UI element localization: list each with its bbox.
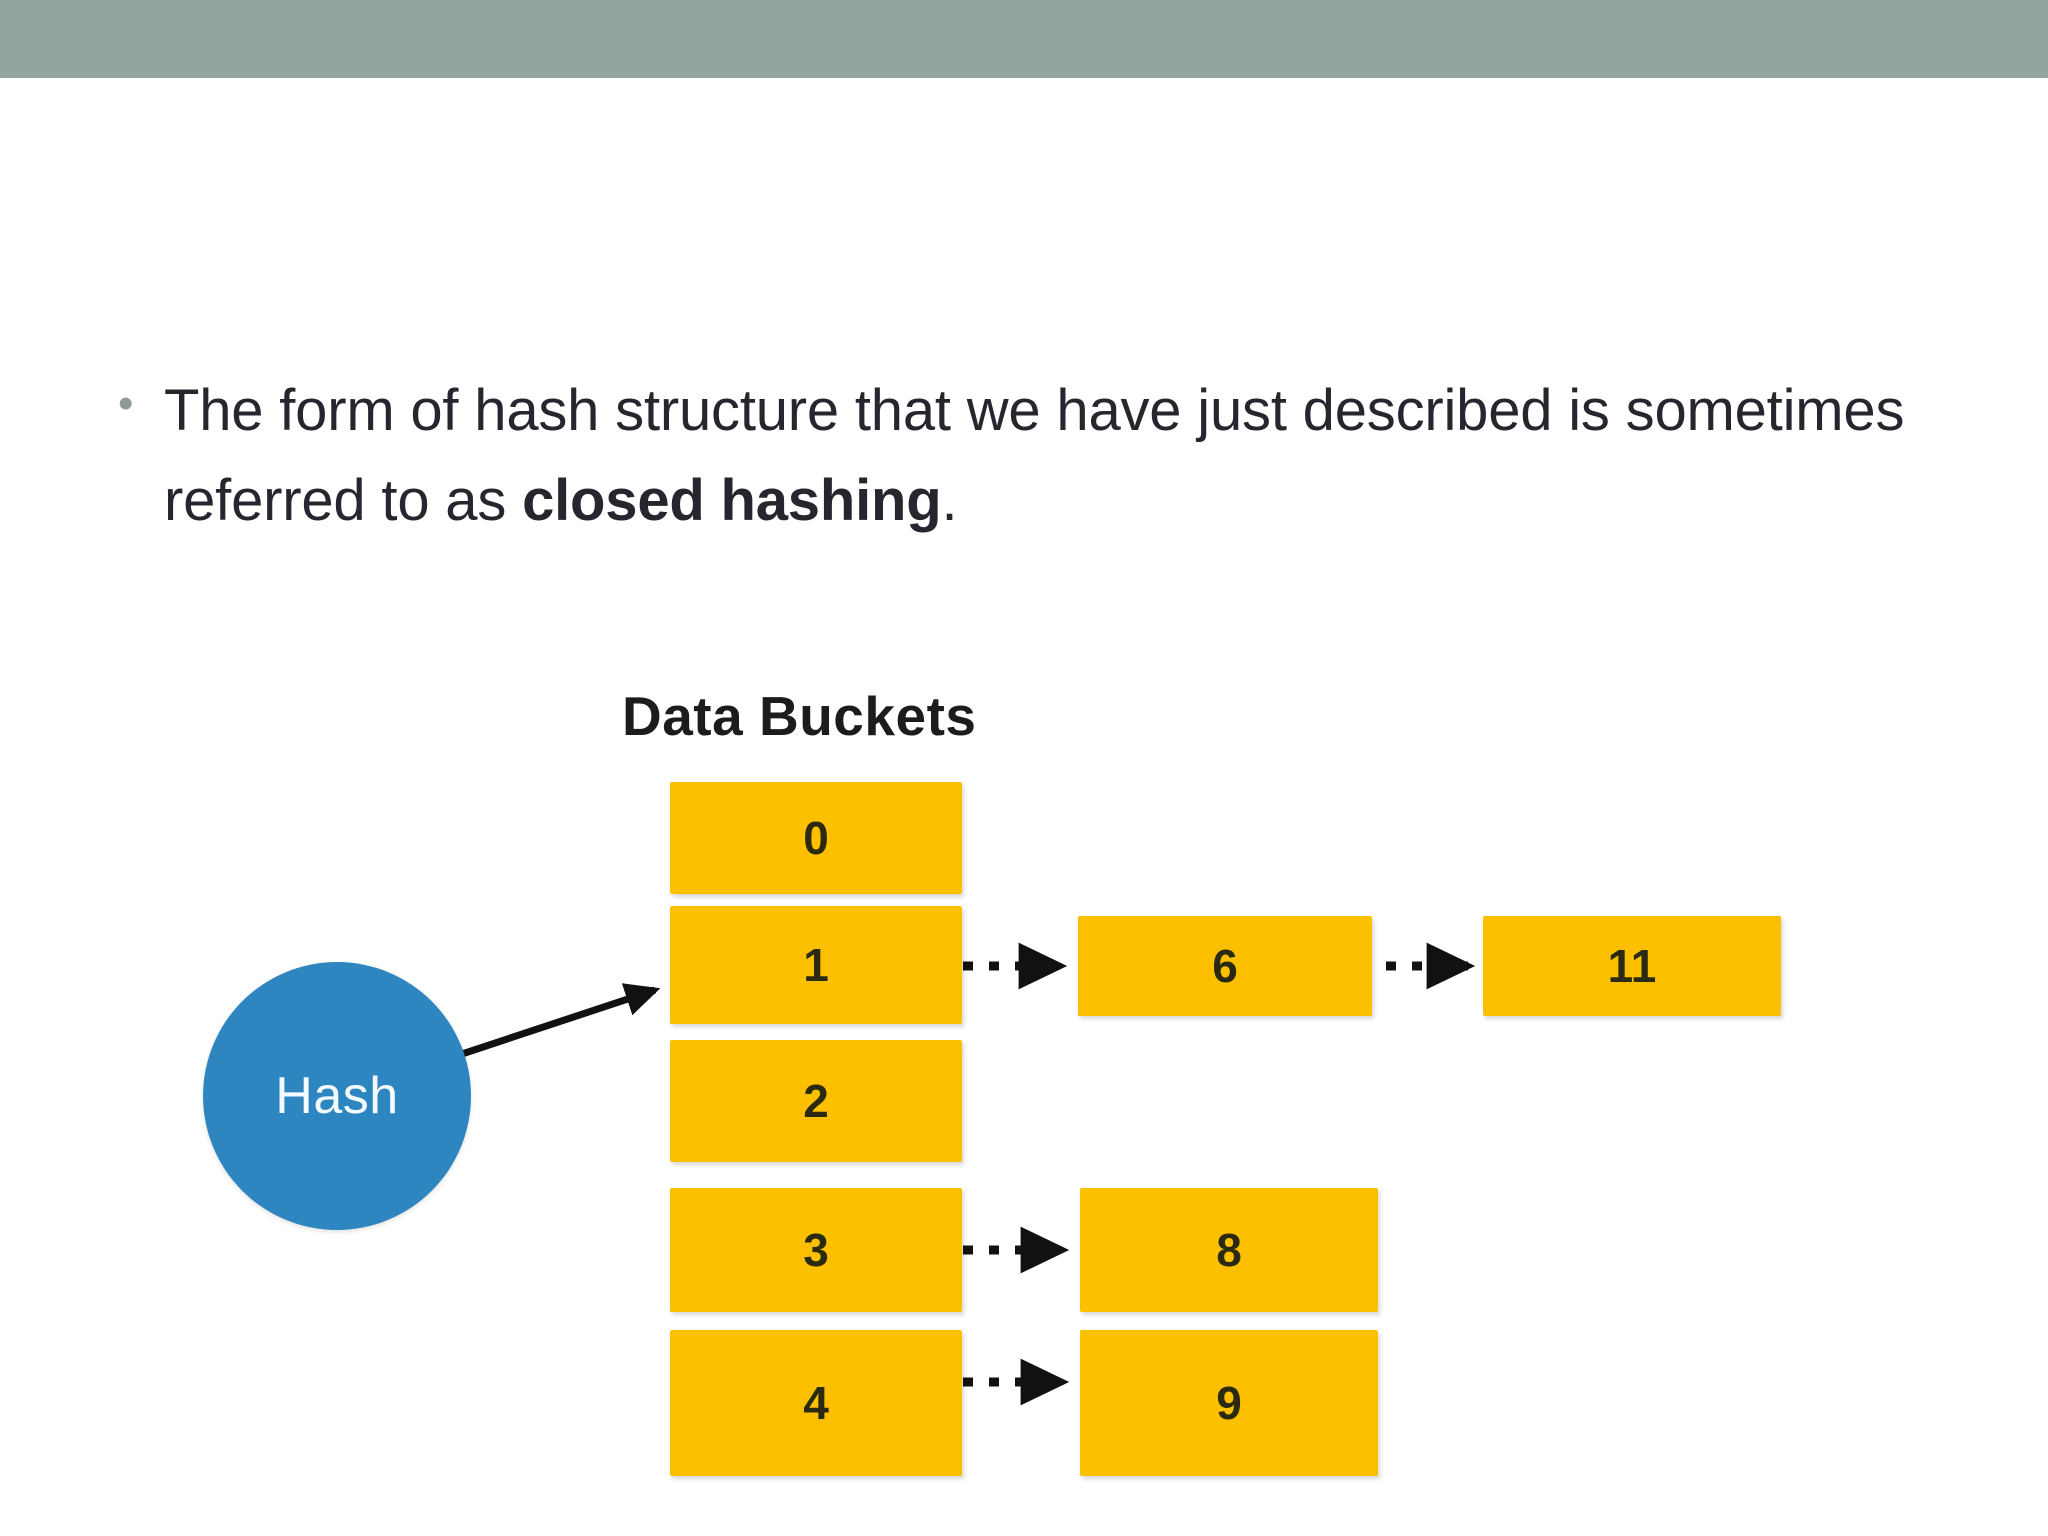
bullet-marker-icon: • [118,379,134,428]
bucket-0: 0 [670,782,962,894]
bucket-2: 2 [670,1040,962,1162]
bullet-list-item: • The form of hash structure that we hav… [118,366,1938,546]
diagram-title: Data Buckets [622,685,977,747]
slide-top-band [0,0,2048,78]
overflow-node-6: 6 [1078,916,1372,1016]
overflow-node-9: 9 [1080,1330,1378,1476]
bucket-3: 3 [670,1188,962,1312]
arrow-hash-to-bucket1 [460,983,661,1058]
slide-body: • The form of hash structure that we hav… [118,366,1938,546]
bucket-4: 4 [670,1330,962,1476]
bullet-text-tail: . [941,468,958,533]
overflow-node-8: 8 [1080,1188,1378,1312]
hash-node: Hash [203,962,471,1230]
bucket-1: 1 [670,906,962,1024]
overflow-node-11: 11 [1483,916,1781,1016]
bullet-text-lead: The form of hash structure that we have … [164,378,1905,533]
bullet-text-emphasis: closed hashing [522,468,942,533]
bullet-text: The form of hash structure that we have … [164,366,1938,546]
